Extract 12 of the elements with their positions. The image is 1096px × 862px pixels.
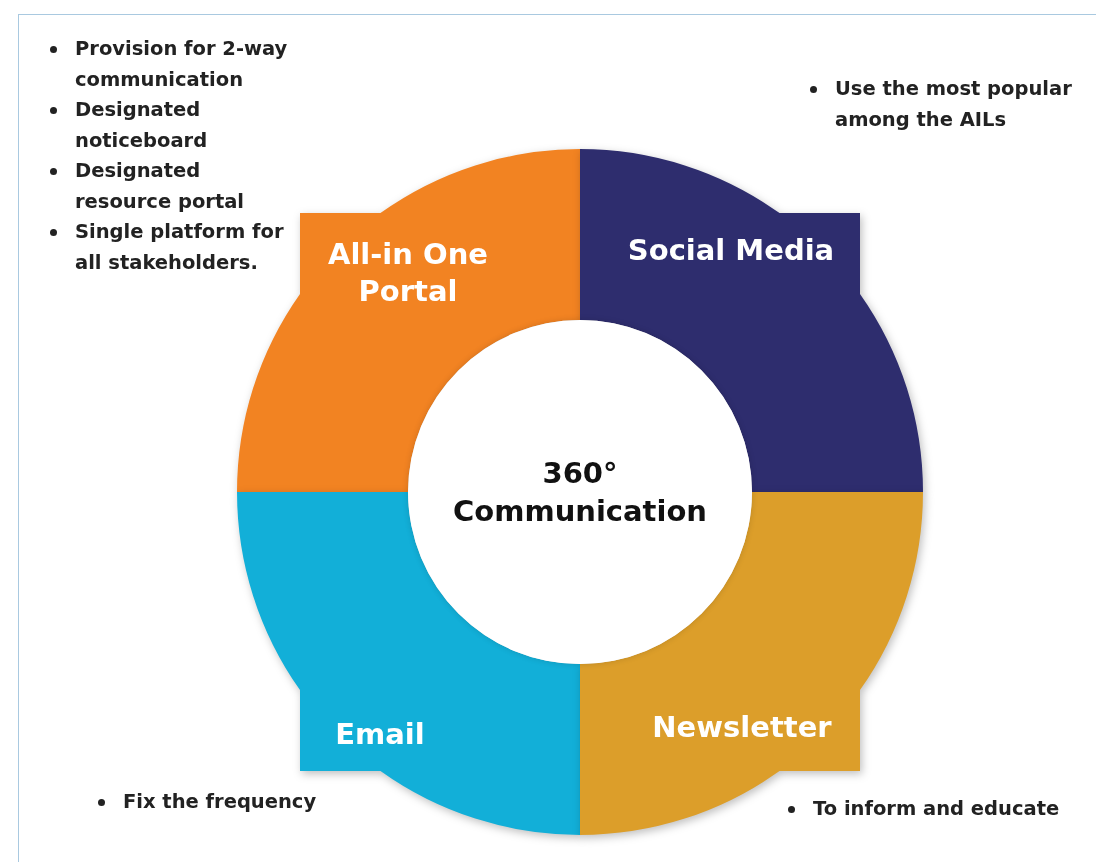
- bullet-text: Use the most popular among the AILs: [835, 76, 1073, 133]
- segment-label: Email: [334, 715, 426, 753]
- segment-label: Social Media: [626, 231, 836, 269]
- bullet-text: Designated noticeboard: [75, 97, 209, 154]
- bullet-text: To inform and educate: [813, 796, 1060, 822]
- segment-label: All-in One Portal: [327, 236, 489, 310]
- bullet-text: Single platform for all stakeholders.: [75, 219, 285, 276]
- segment-label: Newsletter: [651, 708, 833, 746]
- bullet-text: Designated resource portal: [75, 158, 246, 215]
- center-label: 360° Communication: [452, 455, 708, 530]
- bullet-text: Fix the frequency: [123, 789, 317, 815]
- bullet-text: Provision for 2-way communication: [75, 36, 289, 93]
